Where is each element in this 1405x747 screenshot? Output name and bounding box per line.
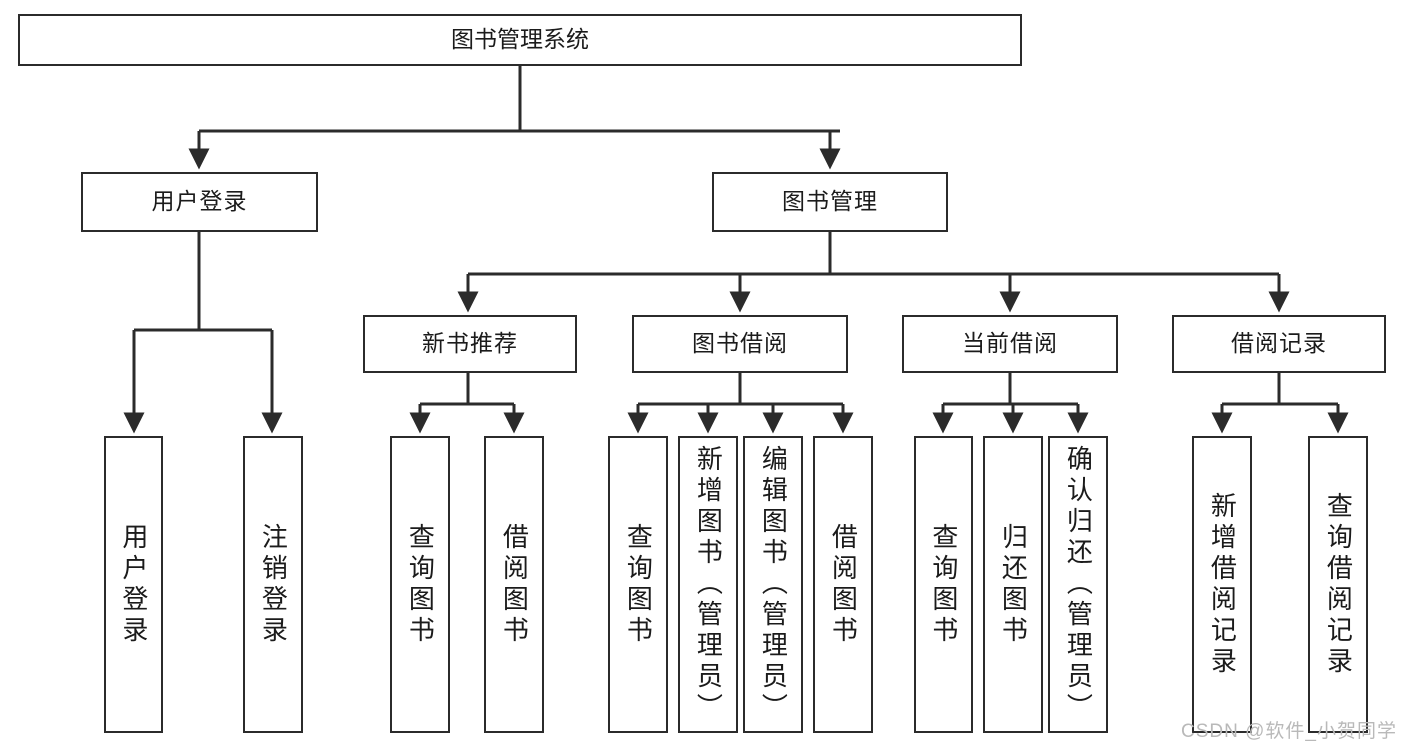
- node-leaf-query-book-1-label: 查询图书: [405, 522, 436, 647]
- node-leaf-add-record-label: 新增借阅记录: [1207, 491, 1238, 678]
- node-leaf-add-record[interactable]: 新增借阅记录: [1192, 436, 1252, 733]
- csdn-watermark: CSDN @软件_小贺同学: [1181, 721, 1397, 742]
- node-borrow-record-label: 借阅记录: [1231, 330, 1327, 357]
- node-leaf-edit-book-label: 编辑图书（管理员）: [758, 445, 789, 724]
- node-root[interactable]: 图书管理系统: [18, 14, 1022, 66]
- node-leaf-user-logout-label: 注销登录: [258, 522, 289, 647]
- node-borrow-record[interactable]: 借阅记录: [1172, 315, 1386, 373]
- node-current-borrow[interactable]: 当前借阅: [902, 315, 1118, 373]
- node-book-borrow-label: 图书借阅: [692, 330, 788, 357]
- node-new-book-rec-label: 新书推荐: [422, 330, 518, 357]
- node-leaf-confirm-return-label: 确认归还（管理员）: [1063, 445, 1094, 724]
- node-leaf-query-record-label: 查询借阅记录: [1323, 491, 1354, 678]
- node-leaf-return-book[interactable]: 归还图书: [983, 436, 1043, 733]
- node-leaf-borrow-book-1[interactable]: 借阅图书: [484, 436, 544, 733]
- node-leaf-confirm-return[interactable]: 确认归还（管理员）: [1048, 436, 1108, 733]
- node-book-manage[interactable]: 图书管理: [712, 172, 948, 232]
- node-user-login[interactable]: 用户登录: [81, 172, 318, 232]
- node-leaf-user-logout[interactable]: 注销登录: [243, 436, 303, 733]
- node-leaf-query-book-1[interactable]: 查询图书: [390, 436, 450, 733]
- node-leaf-query-book-3[interactable]: 查询图书: [914, 436, 973, 733]
- node-leaf-borrow-book-1-label: 借阅图书: [499, 522, 530, 647]
- node-leaf-query-book-2-label: 查询图书: [623, 522, 654, 647]
- node-leaf-query-book-2[interactable]: 查询图书: [608, 436, 668, 733]
- node-leaf-borrow-book-2[interactable]: 借阅图书: [813, 436, 873, 733]
- node-leaf-add-book-label: 新增图书（管理员）: [693, 445, 724, 724]
- node-book-manage-label: 图书管理: [782, 188, 878, 215]
- node-leaf-return-book-label: 归还图书: [998, 522, 1029, 647]
- node-leaf-borrow-book-2-label: 借阅图书: [828, 522, 859, 647]
- node-leaf-add-book[interactable]: 新增图书（管理员）: [678, 436, 738, 733]
- node-current-borrow-label: 当前借阅: [962, 330, 1058, 357]
- node-book-borrow[interactable]: 图书借阅: [632, 315, 848, 373]
- node-leaf-query-record[interactable]: 查询借阅记录: [1308, 436, 1368, 733]
- node-user-login-label: 用户登录: [151, 188, 248, 215]
- node-leaf-query-book-3-label: 查询图书: [928, 522, 959, 647]
- node-leaf-user-login-label: 用户登录: [118, 522, 149, 647]
- node-leaf-user-login[interactable]: 用户登录: [104, 436, 163, 733]
- node-root-label: 图书管理系统: [451, 26, 589, 53]
- node-leaf-edit-book[interactable]: 编辑图书（管理员）: [743, 436, 803, 733]
- node-new-book-rec[interactable]: 新书推荐: [363, 315, 577, 373]
